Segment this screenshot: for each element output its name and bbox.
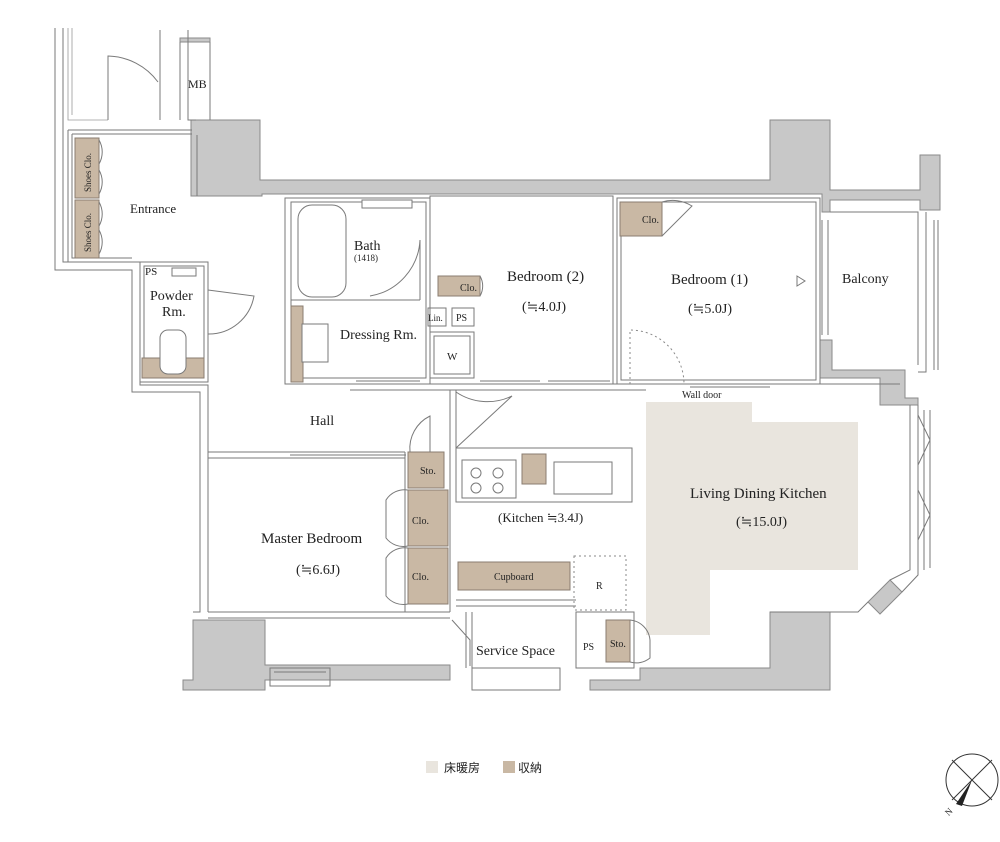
master-closet-2-label: Clo. bbox=[412, 572, 429, 583]
bedroom-2-label: Bedroom (2) bbox=[507, 269, 584, 285]
balcony-label: Balcony bbox=[842, 272, 889, 287]
dressing-room-label: Dressing Rm. bbox=[340, 328, 417, 343]
bedroom-1-size: (≒5.0J) bbox=[688, 302, 732, 317]
ldk-size: (≒15.0J) bbox=[736, 515, 787, 530]
compass-icon: N bbox=[943, 753, 999, 818]
bedroom-1-closet-label: Clo. bbox=[642, 215, 659, 226]
master-closet-1-label: Clo. bbox=[412, 516, 429, 527]
refrigerator-label: R bbox=[596, 581, 603, 592]
powder-ps-label: PS bbox=[145, 266, 157, 278]
legend-storage-label: 収納 bbox=[518, 761, 542, 775]
cupboard-label: Cupboard bbox=[494, 572, 533, 583]
master-bedroom-size: (≒6.6J) bbox=[296, 563, 340, 578]
structural-walls bbox=[179, 37, 941, 691]
shoes-closet-1-label: Shoes Clo. bbox=[83, 153, 93, 192]
master-bedroom-label: Master Bedroom bbox=[261, 531, 363, 547]
wall-door-label: Wall door bbox=[682, 390, 722, 401]
legend: 床暖房 収納 bbox=[426, 760, 542, 775]
doors bbox=[98, 55, 931, 666]
linen-label: Lin. bbox=[428, 313, 443, 323]
mb-label: MB bbox=[188, 77, 207, 91]
interior-walls bbox=[139, 195, 900, 669]
fixtures bbox=[159, 199, 627, 611]
legend-storage-swatch bbox=[503, 761, 515, 773]
storage-areas bbox=[74, 137, 663, 663]
hall-storage-label: Sto. bbox=[420, 466, 436, 477]
powder-room-label-2: Rm. bbox=[162, 305, 186, 320]
shoes-closet-2-label: Shoes Clo. bbox=[83, 213, 93, 252]
bath-label: Bath bbox=[354, 239, 380, 254]
compass-north-label: N bbox=[943, 806, 955, 818]
entrance-label: Entrance bbox=[130, 201, 176, 216]
service-storage-label: Sto. bbox=[610, 639, 626, 650]
service-space-label: Service Space bbox=[476, 644, 555, 659]
service-ps-label: PS bbox=[583, 642, 594, 653]
washer-label: W bbox=[447, 351, 458, 363]
floor-heating-area bbox=[646, 402, 858, 635]
bedroom-2-size: (≒4.0J) bbox=[522, 300, 566, 315]
legend-floor-heating-swatch bbox=[426, 761, 438, 773]
bedroom-2-closet-label: Clo. bbox=[460, 283, 477, 294]
ldk-label: Living Dining Kitchen bbox=[690, 486, 827, 502]
sliding-doors bbox=[290, 380, 770, 456]
hall-label: Hall bbox=[310, 414, 334, 429]
bath-ps-label: PS bbox=[456, 313, 467, 324]
bedroom-1-label: Bedroom (1) bbox=[671, 272, 748, 288]
bath-size-label: (1418) bbox=[354, 253, 378, 263]
kitchen-label: (Kitchen ≒3.4J) bbox=[498, 510, 583, 525]
legend-floor-heating-label: 床暖房 bbox=[444, 760, 480, 775]
powder-room-label: Powder bbox=[150, 289, 193, 304]
